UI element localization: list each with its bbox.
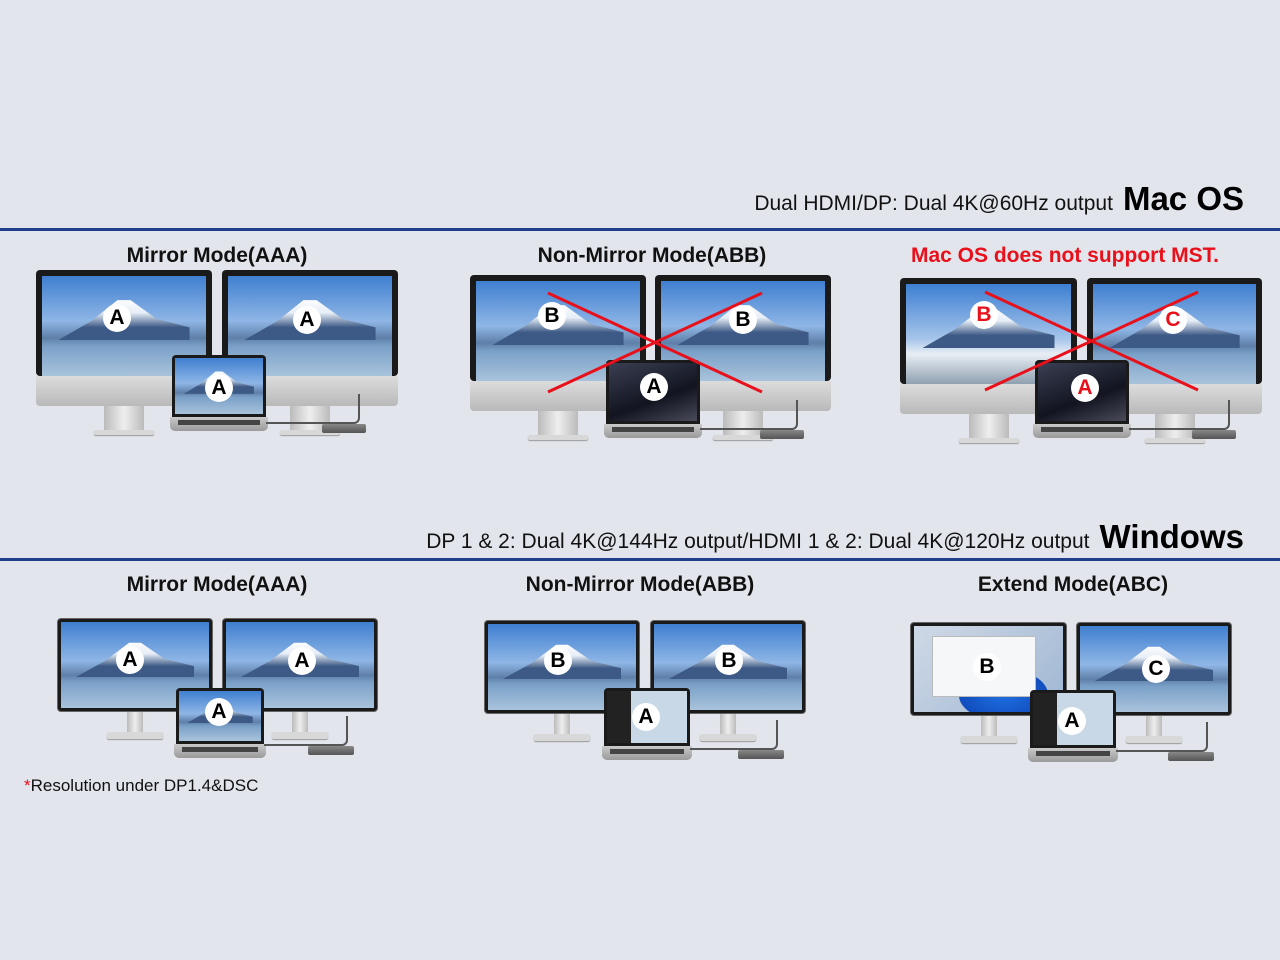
- cable: [264, 716, 348, 746]
- laptop-keys: [1036, 751, 1110, 756]
- laptop-keys: [182, 747, 258, 752]
- laptop-keys: [610, 749, 684, 754]
- display-label-badge: A: [103, 304, 131, 332]
- monitor-base: [1144, 438, 1205, 443]
- usb-c-dock: [308, 746, 354, 755]
- monitor-base: [713, 435, 773, 440]
- scene-title: Non-Mirror Mode(ABB): [525, 573, 755, 596]
- monitor-base: [958, 438, 1019, 443]
- usb-c-dock: [760, 430, 804, 439]
- monitor-stand: [538, 409, 578, 439]
- windows-output-spec: DP 1 & 2: Dual 4K@144Hz output/HDMI 1 & …: [426, 530, 1090, 553]
- monitor-stand: [980, 716, 997, 738]
- monitor-stand: [720, 714, 736, 736]
- cable: [1129, 400, 1230, 430]
- usb-c-dock: [1168, 752, 1214, 761]
- monitor-stand: [723, 409, 763, 439]
- monitor-stand: [127, 712, 143, 734]
- display-label-badge: A: [640, 373, 668, 401]
- windows-os-label: Windows: [1099, 518, 1244, 555]
- windows-header: DP 1 & 2: Dual 4K@144Hz output/HDMI 1 & …: [426, 518, 1244, 556]
- monitor-stand: [1154, 412, 1195, 442]
- mac-os-label: Mac OS: [1122, 180, 1244, 217]
- display-label-badge: A: [632, 703, 660, 731]
- laptop-keys: [178, 420, 260, 425]
- monitor-stand: [292, 712, 308, 734]
- laptop: [172, 355, 266, 417]
- display-label-badge: C: [1142, 655, 1170, 683]
- display-label-badge: A: [293, 306, 321, 334]
- display-label-badge: A: [288, 647, 316, 675]
- footnote-text: Resolution under DP1.4&DSC: [30, 776, 259, 795]
- display-label-badge: B: [973, 653, 1001, 681]
- scene-title: Mirror Mode(AAA): [126, 573, 308, 596]
- monitor: [57, 618, 213, 712]
- display-label-badge: B: [729, 306, 757, 334]
- display-label-badge: A: [1058, 707, 1086, 735]
- scene-title: Mac OS does not support MST.: [910, 244, 1220, 267]
- scene-title: Extend Mode(ABC): [977, 573, 1169, 596]
- monitor-stand: [1146, 716, 1162, 738]
- monitor-stand: [104, 404, 144, 434]
- monitor-base: [700, 734, 756, 741]
- display-label-badge: B: [970, 301, 998, 329]
- monitor-stand: [968, 412, 1009, 442]
- monitor-base: [960, 736, 1017, 743]
- cable: [690, 720, 778, 750]
- usb-c-dock: [738, 750, 784, 759]
- display-label-badge: A: [1071, 374, 1099, 402]
- monitor-base: [94, 430, 154, 435]
- monitor-stand: [554, 714, 570, 736]
- monitor-base: [528, 435, 588, 440]
- cable: [1116, 722, 1208, 752]
- footnote: *Resolution under DP1.4&DSC: [24, 776, 258, 796]
- windows-divider: [0, 558, 1280, 561]
- display-label-badge: A: [116, 646, 144, 674]
- laptop-keys: [612, 427, 694, 432]
- display-label-badge: A: [205, 698, 233, 726]
- display-label-badge: B: [544, 647, 572, 675]
- mac-divider: [0, 228, 1280, 231]
- display-label-badge: B: [538, 302, 566, 330]
- monitor-base: [280, 430, 340, 435]
- monitor-base: [534, 734, 590, 741]
- monitor-base: [107, 732, 163, 739]
- mac-output-spec: Dual HDMI/DP: Dual 4K@60Hz output: [754, 192, 1113, 215]
- usb-c-dock: [322, 424, 366, 433]
- cable: [700, 400, 798, 430]
- display-label-badge: A: [205, 374, 233, 402]
- laptop-keys: [1041, 427, 1123, 432]
- scene-title: Non-Mirror Mode(ABB): [537, 244, 767, 267]
- display-label-badge: B: [715, 647, 743, 675]
- display-label-badge: C: [1159, 306, 1187, 334]
- monitor: [222, 618, 378, 712]
- usb-c-dock: [1192, 430, 1236, 439]
- footnote-asterisk: *: [24, 776, 31, 795]
- monitor-base: [272, 732, 328, 739]
- cable: [266, 394, 360, 424]
- scene-title: Mirror Mode(AAA): [126, 244, 308, 267]
- mac-header: Dual HDMI/DP: Dual 4K@60Hz output Mac OS: [754, 180, 1244, 218]
- monitor-base: [1126, 736, 1182, 743]
